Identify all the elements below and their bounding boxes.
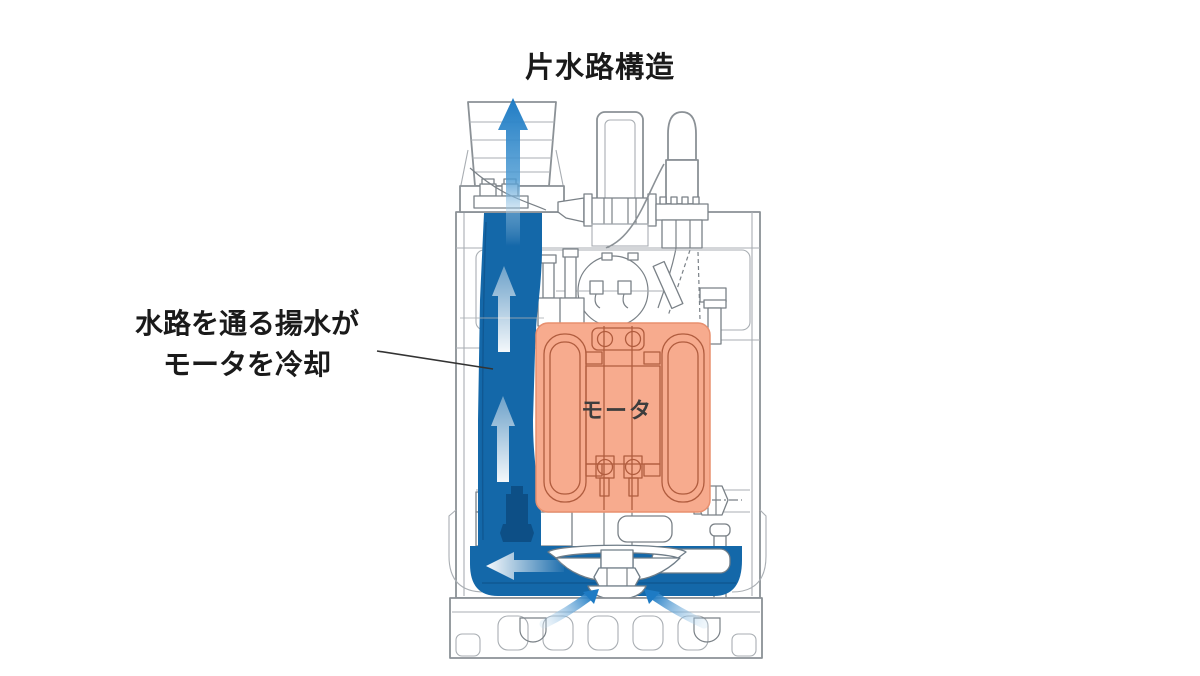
channel-up-arrow-icon xyxy=(492,266,516,352)
suction-arrow-left-icon xyxy=(539,589,599,629)
bolt-silhouette xyxy=(500,486,534,542)
foot xyxy=(519,617,547,643)
suction-arrow-right-icon xyxy=(644,589,709,629)
lead-wire-connectors xyxy=(537,248,684,327)
annotation-leader-line xyxy=(376,350,494,370)
cooling-annotation-line2: モータを冷却 xyxy=(162,349,331,380)
bearing-bottom xyxy=(595,455,643,497)
strainer-base xyxy=(449,597,763,659)
bearing-top xyxy=(591,327,645,351)
foot xyxy=(693,617,721,643)
discharge-up-arrow-icon xyxy=(498,98,528,246)
stator-core xyxy=(585,365,661,465)
channel-up-arrow-icon xyxy=(491,396,515,482)
motor-winding-right xyxy=(661,333,705,503)
cooling-annotation-line1: 水路を通る揚水が xyxy=(134,308,359,339)
diagram-title: 片水路構造 xyxy=(524,52,675,84)
cable-gland xyxy=(605,111,709,321)
lifting-handle xyxy=(557,111,657,247)
side-bolt-bracket xyxy=(699,287,727,345)
motor-region xyxy=(535,322,711,513)
flow-arrows xyxy=(486,98,709,629)
volute-left-arrow-icon xyxy=(486,552,564,580)
cooling-annotation: 水路を通る揚水が モータを冷却 xyxy=(100,303,394,385)
motor-label: モータ xyxy=(580,398,653,423)
